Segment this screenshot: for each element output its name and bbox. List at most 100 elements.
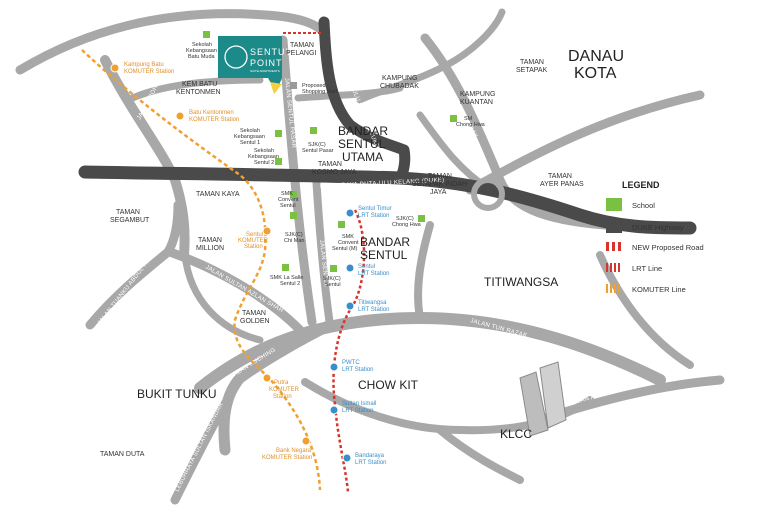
lrt-station-icon[interactable] [345, 208, 355, 218]
area-taman-golden: TAMAN [242, 310, 266, 317]
komuter-label: Station [244, 244, 263, 250]
area-bandar-sentul-utama: SENTUL [338, 137, 386, 151]
school-icon [310, 127, 317, 134]
area-klcc: KLCC [500, 427, 532, 441]
road-klcc-approach [436, 426, 524, 484]
school-icon [450, 115, 457, 122]
area-taman-kosmo: KOSMO JAYA [312, 169, 357, 176]
komuter-label: KOMUTER Station [189, 117, 239, 123]
area-taman-setapak: TAMAN [520, 59, 544, 66]
area-taman-golden: GOLDEN [240, 318, 270, 325]
road-tuanku-abdul-halim [85, 200, 183, 330]
komuter-label: KOMUTER Station [262, 455, 312, 461]
area-taman-setapak: SETAPAK [516, 67, 548, 74]
label-sultan-iskandar: LEBUHRAYA SULTAN ISKANDAR [174, 401, 225, 493]
school-label: SJK(C) [285, 232, 303, 238]
school-label: SMK [342, 234, 354, 240]
area-bandar-sentul-utama: BANDAR [338, 124, 388, 138]
lrt-station-icon[interactable] [342, 453, 352, 463]
lrt-label: LRT Station [358, 213, 389, 219]
lrt-station-icon[interactable] [329, 362, 339, 372]
school-icon [338, 221, 345, 228]
road-jalan-ampang [535, 375, 725, 425]
area-bandar-sentul: SENTUL [360, 248, 408, 262]
komuter-station-icon[interactable] [262, 373, 272, 383]
komuter-label: Station [273, 394, 292, 400]
klcc-towers [519, 361, 567, 437]
mall-label: Shopping Mall [302, 89, 337, 95]
area-chow-kit: CHOW KIT [358, 378, 419, 392]
school-label: Chong Hwa [392, 222, 422, 228]
lrt-station-icon[interactable] [345, 301, 355, 311]
lrt-label: Sentul Timur [358, 206, 392, 212]
school-label: Sentul Pasar [302, 148, 334, 154]
road-gombak [420, 33, 610, 230]
legend-proposed-label: NEW Proposed Road [632, 243, 704, 252]
lrt-label: Bandaraya [355, 453, 385, 459]
lrt-station-icon[interactable] [329, 405, 339, 415]
komuter-label: Batu Kentonmen [189, 110, 234, 116]
area-labels-large: DANAU KOTA BANDAR SENTUL UTAMA BANDAR SE… [137, 48, 624, 441]
school-markers [203, 31, 457, 272]
area-taman-pelangi: TAMAN [290, 42, 314, 49]
area-taman-setapak-indah: SETAPAK INDAH [412, 181, 467, 188]
komuter-label: KOMUTER [269, 387, 300, 393]
school-label: SMK La Salle [270, 275, 303, 281]
komuter-label: Bank Negara [276, 448, 312, 454]
school-icon [203, 31, 210, 38]
logo-line2: POINT [250, 58, 283, 68]
area-bandar-sentul: BANDAR [360, 235, 410, 249]
area-taman-million: TAMAN [198, 237, 222, 244]
komuter-line [81, 49, 322, 491]
legend-komuter-label: KOMUTER Line [632, 285, 686, 294]
duke-interchange [471, 177, 505, 211]
roads [15, 8, 725, 505]
school-label: Sentul [325, 282, 341, 288]
logo-mark-icon [224, 45, 248, 69]
komuter-station-icon[interactable] [175, 111, 185, 121]
area-taman-pelangi: PELANGI [286, 50, 316, 57]
legend-lrt-swatch [606, 263, 620, 272]
komuter-station-icon[interactable] [262, 226, 272, 236]
school-icon [275, 158, 282, 165]
school-label: SMK [281, 191, 293, 197]
school-label: SJK(C) [396, 216, 414, 222]
label-sultan-azlan-shah: JALAN SULTAN AZLAN SHAH [204, 265, 284, 315]
road-top-arc [15, 9, 328, 75]
school-label: Chi Man [284, 238, 304, 244]
logo-badge [218, 36, 282, 92]
area-danau-kota: KOTA [574, 65, 617, 82]
komuter-labels: Kampung Batu KOMUTER Station Batu Kenton… [124, 62, 312, 461]
area-taman-segambut: TAMAN [116, 209, 140, 216]
school-icon [275, 130, 282, 137]
komuter-label: Sentul [246, 232, 263, 238]
lrt-label: LRT Station [358, 271, 389, 277]
area-kampung-kuantan: KUANTAN [460, 99, 493, 106]
area-titiwangsa: TITIWANGSA [484, 275, 558, 289]
komuter-station-icon[interactable] [110, 63, 120, 73]
klcc-tower-1 [519, 371, 549, 437]
lrt-label: LRT Station [342, 408, 373, 414]
area-bukit-tunku: BUKIT TUNKU [137, 387, 217, 401]
komuter-label: KOMUTER Station [124, 69, 174, 75]
label-jalan-sentul: JALAN SENTUL [318, 240, 329, 288]
school-label: Kebangsaan [248, 154, 279, 160]
school-label: Sentul (M) [332, 246, 358, 252]
lrt-station-icon[interactable] [345, 263, 355, 273]
area-kampung-chubadak: CHUBADAK [380, 83, 419, 90]
area-bandar-sentul-utama: UTAMA [342, 150, 383, 164]
school-icon [282, 264, 289, 271]
lrt-label: LRT Station [355, 460, 386, 466]
legend-lrt-label: LRT Line [632, 264, 662, 273]
komuter-label: Putra [274, 380, 289, 386]
sentul-point-logo[interactable]: SENTUL POINT SUITE APARTMENTS [218, 36, 292, 94]
school-icon [290, 212, 297, 219]
area-taman-kosmo: TAMAN [318, 161, 342, 168]
area-kem-batu: KEM BATU [182, 81, 217, 88]
location-pointer-icon [270, 82, 282, 94]
area-danau-kota: DANAU [568, 48, 624, 65]
komuter-station-icon[interactable] [301, 436, 311, 446]
school-label: Convent [278, 197, 299, 203]
